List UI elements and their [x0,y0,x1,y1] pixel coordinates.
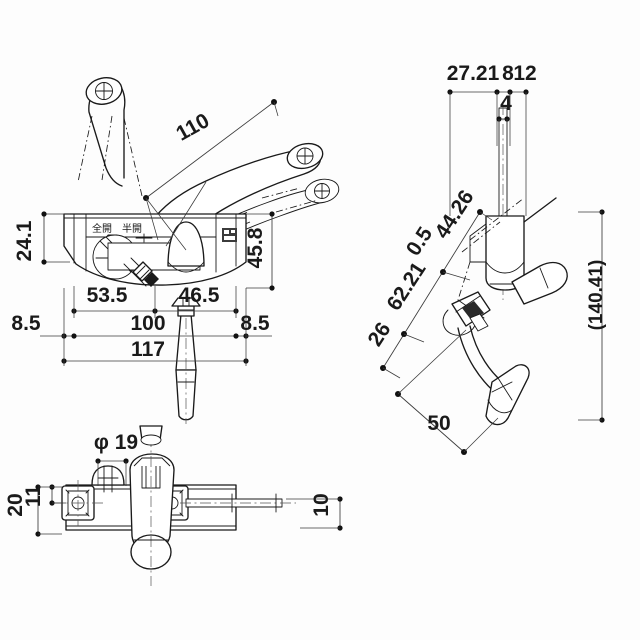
dimension-d-12: 12 [513,62,536,85]
bottom-top-stub [139,425,163,446]
dimension-d-53-5: 53.5 [87,284,128,307]
dimension-d-phi-19: φ 19 [94,431,138,454]
dimension-d-117: 117 [131,338,165,361]
right-rod-extension [180,493,296,513]
lever-open-position [77,77,143,197]
faucet-body-front [63,213,247,287]
indicator-plate [93,220,155,234]
side-handle-right [511,261,568,305]
bottom-dimension-lines [35,458,343,537]
dimension-d-8-5-left: 8.5 [11,312,41,335]
pivot-block [442,291,491,336]
bottom-dome-knob [91,465,125,493]
set-screw-detail [123,257,159,287]
side-lever-arm [461,197,557,253]
label-half-open: 半開 [122,222,142,235]
dimension-d-8: 8 [502,62,514,85]
dimension-d-11: 11 [22,485,45,508]
dimension-d-20: 20 [4,493,27,516]
dimension-d-24-1: 24.1 [13,220,36,261]
side-dimension-lines [380,89,605,455]
bottom-view [35,425,343,586]
dimension-d-140-41: (140.41) [586,260,607,331]
brand-badge-glyph [224,230,235,240]
side-neck-curve [457,325,530,426]
side-view [380,89,605,455]
dimension-d-45-8: 45.8 [244,227,267,268]
dimension-d-8-5-right: 8.5 [240,312,270,335]
dimension-d-100: 100 [130,312,165,335]
dimension-d-46-5: 46.5 [179,284,220,307]
spout-dome [167,221,205,267]
front-dimension-lines [40,99,279,366]
side-body-plate [457,223,487,301]
dimension-d-10: 10 [310,493,333,516]
dimension-d-4: 4 [500,92,512,115]
dimension-d-27-21: 27.21 [447,62,500,85]
bottom-spout-body [129,436,175,586]
spout-shank-front [171,297,201,424]
front-view [40,77,340,424]
dimension-d-50: 50 [427,412,450,435]
label-fully-open: 全開 [92,222,112,235]
